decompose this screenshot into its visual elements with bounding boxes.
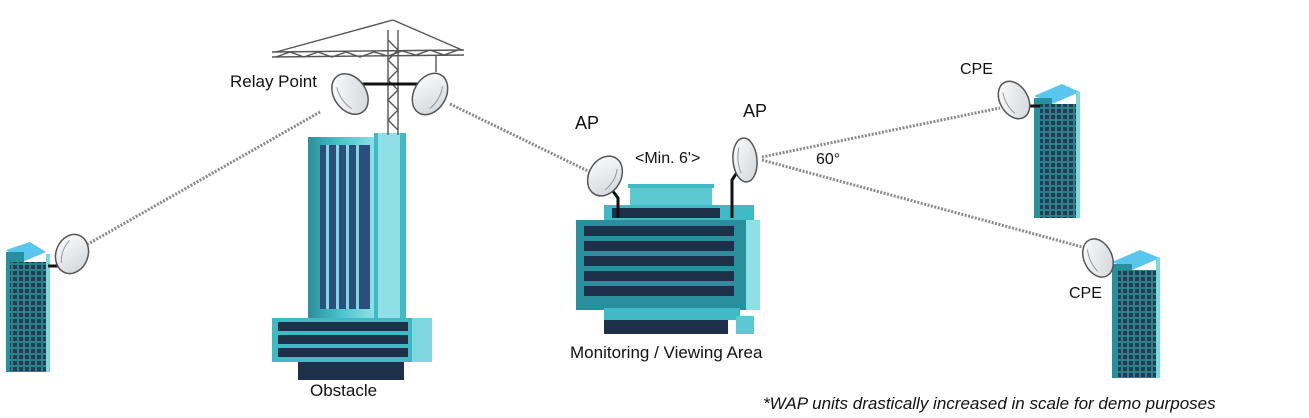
cpe-bottom-label: CPE [1069, 285, 1102, 302]
left-cpe-building [6, 242, 50, 372]
relay-point-label: Relay Point [230, 72, 317, 91]
obstacle-label: Obstacle [310, 381, 377, 400]
wireless-links [87, 102, 1087, 250]
wireless-access-point-icon [411, 72, 449, 116]
ap-left-label: AP [575, 113, 599, 133]
link-relay-to-left-cpe [87, 110, 321, 246]
cpe-bottom-building [1112, 250, 1160, 378]
angle-label: 60° [816, 151, 840, 168]
diagram-labels: Relay Point AP AP <Min. 6'> 60° CPE CPE … [230, 61, 1216, 413]
cpe-top-label: CPE [960, 61, 993, 78]
cpe-top-building [1034, 84, 1080, 218]
min-spacing-label: <Min. 6'> [635, 150, 700, 167]
footnote: *WAP units drastically increased in scal… [763, 394, 1216, 413]
wireless-access-point-icon [54, 233, 90, 275]
link-ap-right-to-cpe-top [761, 106, 1001, 159]
obstacle-building [272, 133, 432, 380]
ap-right-label: AP [743, 101, 767, 121]
wireless-access-point-icon [997, 80, 1031, 120]
monitoring-area-label: Monitoring / Viewing Area [570, 343, 763, 362]
wireless-access-point-icon [331, 73, 369, 115]
link-relay-to-ap-left [449, 102, 591, 174]
wireless-access-point-icon [586, 155, 624, 197]
wireless-access-point-icon [1082, 238, 1114, 278]
wap-units [54, 72, 1114, 278]
monitoring-building [576, 184, 760, 334]
wireless-access-point-icon [732, 137, 758, 183]
